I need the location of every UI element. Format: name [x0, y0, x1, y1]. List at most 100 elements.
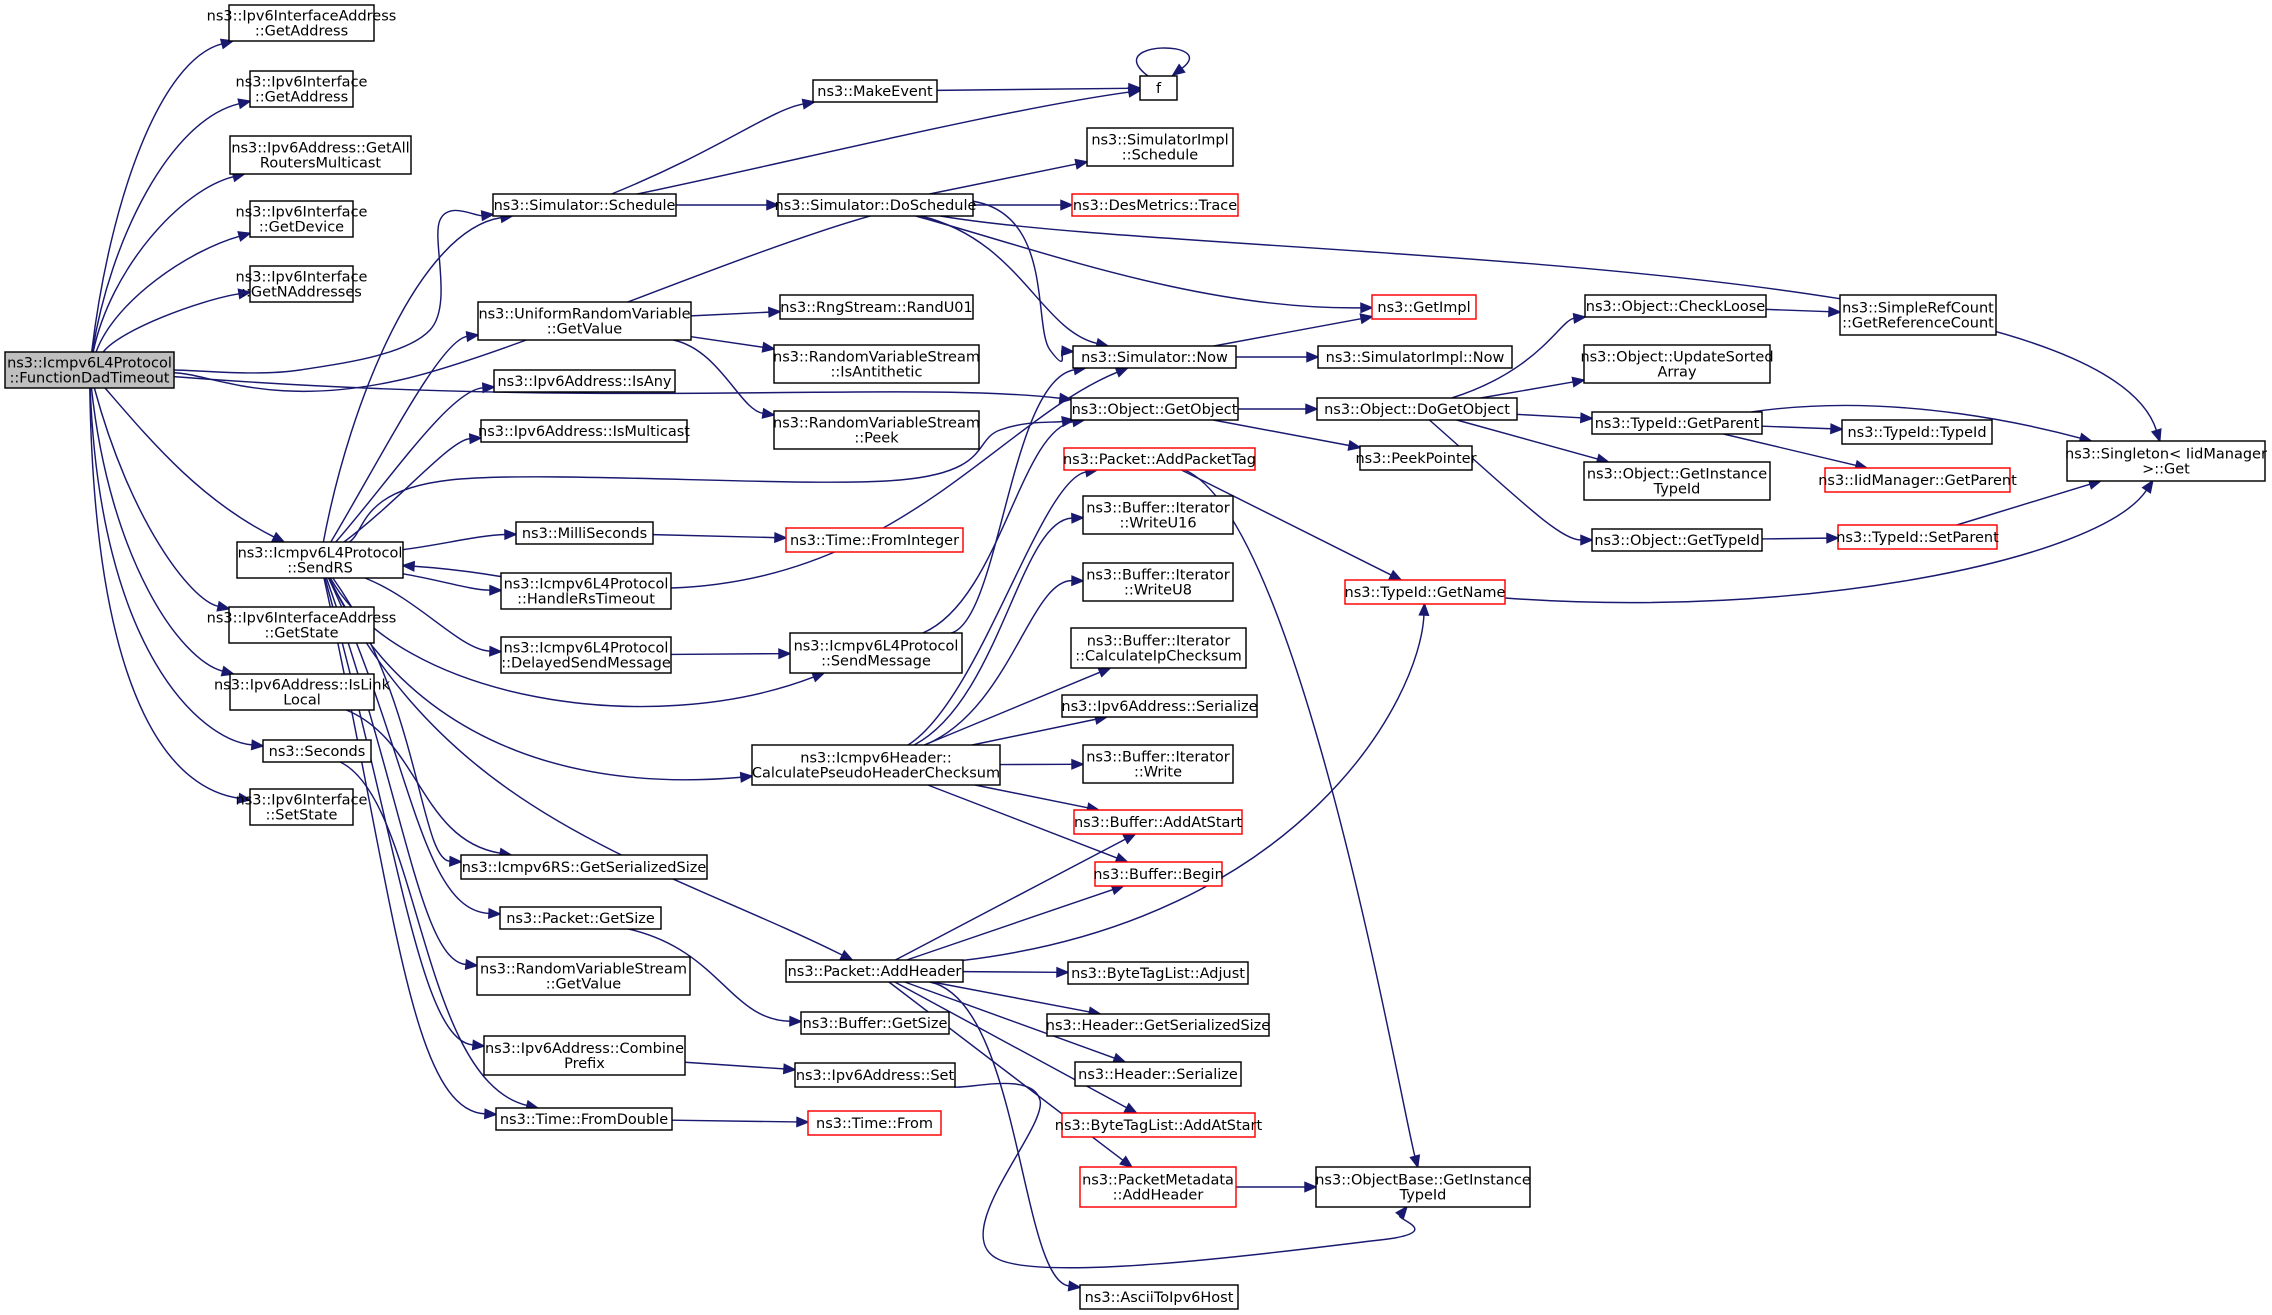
node-n-typeid-getname[interactable]: ns3::TypeId::GetName — [1344, 579, 1506, 605]
node-n-f[interactable]: f — [1139, 75, 1178, 101]
node-n-singleton-get[interactable]: ns3::Singleton< IidManager>::Get — [2065, 440, 2267, 482]
node-n-pm-addheader[interactable]: ns3::PacketMetadata::AddHeader — [1079, 1166, 1237, 1208]
node-box — [779, 294, 974, 320]
node-n-writeu16[interactable]: ns3::Buffer::Iterator::WriteU16 — [1082, 495, 1234, 535]
node-n-urv-getvalue[interactable]: ns3::UniformRandomVariable::GetValue — [477, 301, 692, 341]
node-n-makeevent[interactable]: ns3::MakeEvent — [812, 79, 938, 103]
arrowhead-icon — [801, 98, 817, 110]
node-n-iface-setstate[interactable]: ns3::Ipv6Interface::SetState — [236, 788, 368, 826]
arrowhead-icon — [1360, 302, 1374, 314]
node-n-simimpl-sched[interactable]: ns3::SimulatorImpl::Schedule — [1086, 127, 1234, 167]
edge-line — [670, 652, 780, 656]
node-n-delayedsend[interactable]: ns3::Icmpv6L4Protocol::DelayedSendMessag… — [500, 636, 672, 674]
node-box — [249, 788, 354, 826]
node-n-doschedule[interactable]: ns3::Simulator::DoSchedule — [775, 193, 977, 217]
node-n-write[interactable]: ns3::Buffer::Iterator::Write — [1082, 744, 1234, 784]
edge-n_dogetobject-to-n_obj_getinsttypeid — [1456, 419, 1611, 465]
arrowhead-icon — [796, 1116, 810, 1128]
node-n-schedule[interactable]: ns3::Simulator::Schedule — [492, 193, 677, 217]
node-n-sendmessage[interactable]: ns3::Icmpv6L4Protocol::SendMessage — [789, 632, 963, 674]
arrowhead-icon — [1304, 1181, 1318, 1193]
node-n-iface-getaddr[interactable]: ns3::Ipv6Interface::GetAddress — [236, 70, 368, 108]
node-n-addr-set[interactable]: ns3::Ipv6Address::Set — [794, 1062, 956, 1088]
edge-root-to-n_iface_setstate — [89, 387, 252, 804]
node-n-isany[interactable]: ns3::Ipv6Address::IsAny — [493, 369, 676, 393]
node-n-peekpointer[interactable]: ns3::PeekPointer — [1355, 445, 1477, 471]
node-n-ismulticast[interactable]: ns3::Ipv6Address::IsMulticast — [478, 419, 690, 443]
node-label-line: ns3::Ipv6Address::IsAny — [497, 374, 671, 390]
edge-line — [89, 387, 253, 746]
node-n-iface-getn[interactable]: ns3::Ipv6Interface::GetNAddresses — [236, 265, 368, 303]
node-n-btl-addatstart[interactable]: ns3::ByteTagList::AddAtStart — [1055, 1112, 1263, 1138]
node-n-ifaddr-getaddr[interactable]: ns3::Ipv6InterfaceAddress::GetAddress — [207, 4, 397, 42]
node-n-simimpl-now[interactable]: ns3::SimulatorImpl::Now — [1317, 345, 1513, 369]
node-n-randu01[interactable]: ns3::RngStream::RandU01 — [779, 294, 974, 320]
node-n-adjust[interactable]: ns3::ByteTagList::Adjust — [1067, 961, 1249, 985]
arrowhead-icon — [1123, 1102, 1139, 1114]
node-n-handlerstimeout[interactable]: ns3::Icmpv6L4Protocol::HandleRsTimeout — [500, 572, 672, 610]
node-n-iface-getdevice[interactable]: ns3::Ipv6Interface::GetDevice — [236, 200, 368, 238]
node-n-dogetobject[interactable]: ns3::Object::DoGetObject — [1316, 397, 1518, 421]
node-n-sendrs[interactable]: ns3::Icmpv6L4Protocol::SendRS — [236, 541, 404, 579]
node-n-typeid-typeid[interactable]: ns3::TypeId::TypeId — [1841, 419, 1993, 445]
node-n-getimpl[interactable]: ns3::GetImpl — [1371, 294, 1477, 320]
node-n-seconds[interactable]: ns3::Seconds — [262, 739, 372, 763]
node-n-fromint[interactable]: ns3::Time::FromInteger — [785, 527, 964, 553]
node-n-calcipchk[interactable]: ns3::Buffer::Iterator::CalculateIpChecks… — [1070, 627, 1247, 669]
edge-n_sendrs-to-n_ismulticast — [343, 433, 483, 543]
node-n-isantithetic[interactable]: ns3::RandomVariableStream::IsAntithetic — [773, 344, 980, 384]
edge-line — [1956, 483, 2091, 526]
arrowhead-icon — [237, 231, 252, 242]
node-n-serialize[interactable]: ns3::Ipv6Address::Serialize — [1061, 694, 1258, 718]
node-label-line: ns3::Object::GetObject — [1072, 402, 1238, 418]
node-n-fromdouble[interactable]: ns3::Time::FromDouble — [495, 1107, 673, 1131]
arrowhead-icon — [789, 1015, 803, 1027]
node-n-obj-gettypeid[interactable]: ns3::Object::GetTypeId — [1591, 528, 1763, 552]
node-n-peek[interactable]: ns3::RandomVariableStream::Peek — [773, 410, 980, 450]
node-n-millis[interactable]: ns3::MilliSeconds — [515, 521, 654, 545]
node-n-ifaddr-getstate[interactable]: ns3::Ipv6InterfaceAddress::GetState — [207, 606, 397, 644]
node-label-line: ns3::MilliSeconds — [522, 526, 647, 542]
edge-line — [1213, 317, 1362, 347]
node-n-rs-getsersize[interactable]: ns3::Icmpv6RS::GetSerializedSize — [460, 854, 708, 880]
arrowhead-icon — [464, 958, 479, 970]
node-n-hdr-serialize[interactable]: ns3::Header::Serialize — [1074, 1061, 1242, 1087]
node-n-setparent[interactable]: ns3::TypeId::SetParent — [1836, 524, 1999, 550]
node-n-iidmgr-getparent[interactable]: ns3::IidManager::GetParent — [1818, 467, 2017, 493]
node-n-addheader[interactable]: ns3::Packet::AddHeader — [785, 959, 964, 983]
node-box — [460, 854, 708, 880]
node-box — [1079, 1166, 1237, 1208]
edge-n_calcpseudo-to-n_serialize — [971, 713, 1109, 746]
edge-n_handlerstimeout-to-n_sendrs — [401, 560, 506, 579]
node-n-calcpseudo[interactable]: ns3::Icmpv6Header::CalculatePseudoHeader… — [751, 744, 1001, 786]
node-n-hdr-getsersize[interactable]: ns3::Header::GetSerializedSize — [1046, 1013, 1271, 1037]
node-n-writeu8[interactable]: ns3::Buffer::Iterator::WriteU8 — [1082, 562, 1234, 602]
node-n-addpackettag[interactable]: ns3::Packet::AddPacketTag — [1063, 447, 1256, 471]
node-n-packet-getsize[interactable]: ns3::Packet::GetSize — [499, 906, 662, 930]
node-n-rvs-getvalue[interactable]: ns3::RandomVariableStream::GetValue — [476, 956, 691, 996]
node-n-now[interactable]: ns3::Simulator::Now — [1072, 345, 1237, 369]
node-n-begin[interactable]: ns3::Buffer::Begin — [1093, 861, 1224, 887]
arrowhead-icon — [216, 600, 231, 612]
node-n-getparent[interactable]: ns3::TypeId::GetParent — [1591, 411, 1763, 435]
node-box — [1317, 345, 1513, 369]
node-n-buf-getsize[interactable]: ns3::Buffer::GetSize — [800, 1011, 950, 1035]
node-n-addatstart[interactable]: ns3::Buffer::AddAtStart — [1073, 809, 1243, 835]
node-n-checkloose[interactable]: ns3::Object::CheckLoose — [1584, 294, 1767, 318]
node-box — [1086, 127, 1234, 167]
node-n-asciitoipv6[interactable]: ns3::AsciiToIpv6Host — [1079, 1284, 1239, 1310]
node-box — [1067, 961, 1249, 985]
node-n-desmetrics[interactable]: ns3::DesMetrics::Trace — [1071, 193, 1239, 217]
node-n-time-from[interactable]: ns3::Time::From — [807, 1110, 942, 1136]
arrowhead-icon — [484, 1108, 498, 1120]
node-n-getobject[interactable]: ns3::Object::GetObject — [1070, 397, 1239, 421]
node-n-getrefcount[interactable]: ns3::SimpleRefCount::GetReferenceCount — [1839, 294, 1997, 336]
node-box — [515, 521, 654, 545]
node-root[interactable]: ns3::Icmpv6L4Protocol::FunctionDadTimeou… — [4, 351, 175, 389]
